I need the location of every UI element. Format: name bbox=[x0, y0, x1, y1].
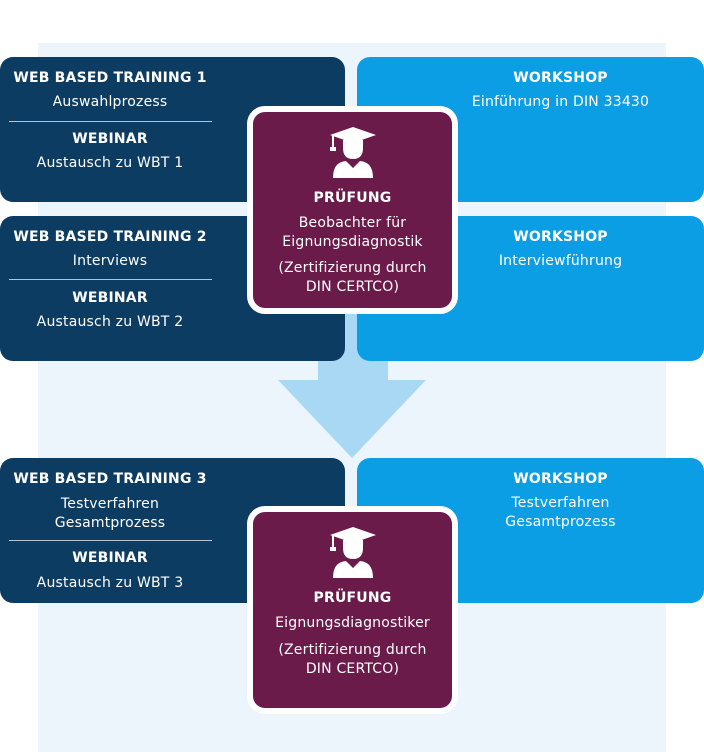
webinar1-subtitle: Austausch zu WBT 1 bbox=[36, 155, 184, 171]
exam1-card: PRÜFUNG Beobachter für Eignungsdiagnosti… bbox=[247, 106, 458, 314]
workshop3-line1: Testverfahren bbox=[511, 495, 610, 511]
workshop1-title: WORKSHOP bbox=[513, 70, 608, 86]
wbt2-subtitle: Interviews bbox=[72, 253, 148, 269]
workshop3-line2: Gesamtprozess bbox=[505, 514, 616, 530]
exam1-note1: (Zertifizierung durch bbox=[278, 260, 427, 276]
exam2-line1: Eignungsdiagnostiker bbox=[275, 615, 430, 631]
webinar2-title: WEBINAR bbox=[72, 290, 148, 306]
exam1-note2: DIN CERTCO) bbox=[305, 279, 400, 295]
exam2-note2: DIN CERTCO) bbox=[305, 661, 400, 677]
exam1-line1: Beobachter für bbox=[298, 215, 407, 231]
exam1-title: PRÜFUNG bbox=[313, 190, 392, 206]
wbt3-line2: Gesamtprozess bbox=[54, 515, 166, 531]
exam2-note1: (Zertifizierung durch bbox=[278, 642, 427, 658]
wbt2-divider bbox=[9, 279, 212, 280]
wbt1-title: WEB BASED TRAINING 1 bbox=[13, 70, 207, 86]
webinar3-title: WEBINAR bbox=[72, 550, 148, 566]
wbt1-divider bbox=[9, 121, 212, 122]
workshop3-title: WORKSHOP bbox=[513, 471, 608, 487]
graduate-icon bbox=[329, 127, 376, 178]
workshop2-subtitle: Interviewführung bbox=[498, 253, 623, 269]
wbt3-line1: Testverfahren bbox=[60, 496, 160, 512]
wbt1-subtitle: Auswahlprozess bbox=[52, 94, 168, 110]
webinar1-title: WEBINAR bbox=[72, 131, 148, 147]
webinar2-subtitle: Austausch zu WBT 2 bbox=[36, 314, 184, 330]
workshop2-title: WORKSHOP bbox=[513, 229, 608, 245]
workshop1-subtitle: Einführung in DIN 33430 bbox=[471, 94, 650, 110]
webinar3-subtitle: Austausch zu WBT 3 bbox=[36, 575, 184, 591]
exam1-line2: Eignungsdiagnostik bbox=[282, 234, 423, 250]
wbt3-divider bbox=[9, 540, 212, 541]
wbt2-title: WEB BASED TRAINING 2 bbox=[13, 229, 207, 245]
exam2-title: PRÜFUNG bbox=[313, 590, 392, 606]
wbt3-title: WEB BASED TRAINING 3 bbox=[13, 471, 207, 487]
graduate-icon bbox=[329, 527, 376, 578]
exam2-card: PRÜFUNG Eignungsdiagnostiker (Zertifizie… bbox=[247, 506, 458, 714]
wbt1-card: WEB BASED TRAINING 1 Auswahlprozess WEBI… bbox=[0, 57, 345, 202]
